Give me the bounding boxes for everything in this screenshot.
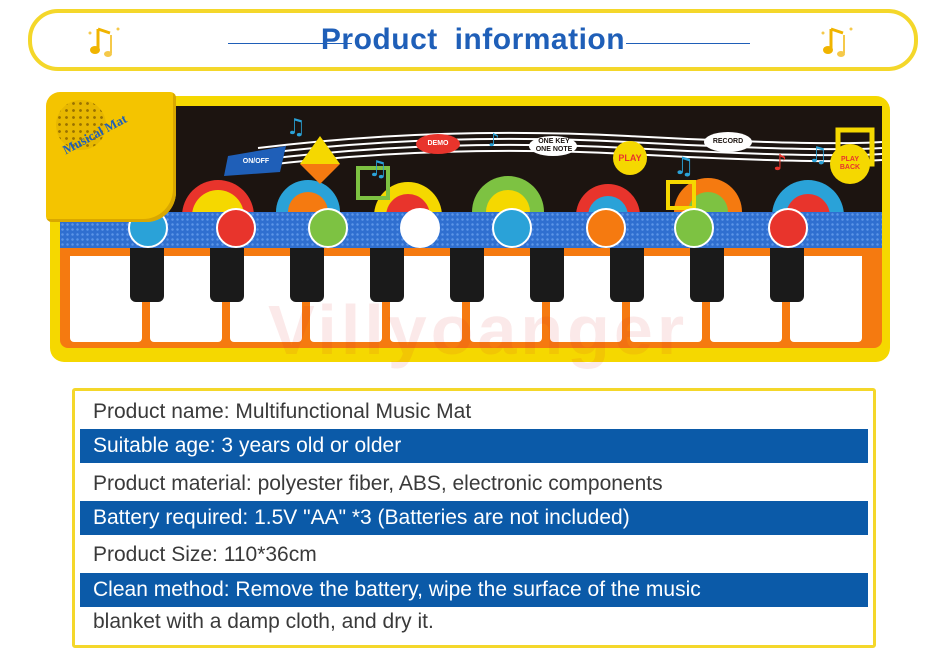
mat-control-panel: ♫ ♫ ♪ ♫ ♪ ♫ ON/OFF DEMO ONE KEY ONE NOTE… xyxy=(108,106,882,216)
mat-instrument-band xyxy=(60,212,882,248)
speaker-grill xyxy=(56,100,106,150)
svg-text:♫: ♫ xyxy=(808,143,828,168)
mat-button-one-key: ONE KEY ONE NOTE xyxy=(535,138,573,153)
black-key xyxy=(450,248,484,302)
black-key xyxy=(530,248,564,302)
mat-artwork: ♫ ♫ ♪ ♫ ♪ ♫ xyxy=(182,115,882,216)
info-row-clean-method: Clean method: Remove the battery, wipe t… xyxy=(80,573,868,607)
svg-text:♪: ♪ xyxy=(773,151,787,176)
mat-keyboard xyxy=(60,248,882,348)
flute-icon xyxy=(768,208,808,248)
product-image: ♫ ♫ ♪ ♫ ♪ ♫ ON/OFF DEMO ONE KEY ONE NOTE… xyxy=(46,92,892,364)
info-row-product-name: Product name: Multifunctional Music Mat xyxy=(93,400,472,423)
mat-button-demo: DEMO xyxy=(427,140,449,147)
product-info-table: Product name: Multifunctional Music Mat … xyxy=(72,388,876,648)
mat-speaker-module: Musical Mat xyxy=(46,92,176,222)
mat-button-on-off: ON/OFF xyxy=(242,158,270,165)
header-banner: Product information xyxy=(28,9,918,71)
black-key xyxy=(210,248,244,302)
music-notes-icon xyxy=(821,27,853,57)
black-key xyxy=(770,248,804,302)
info-row-suitable-age: Suitable age: 3 years old or older xyxy=(80,429,868,463)
black-key xyxy=(690,248,724,302)
violin-icon xyxy=(216,208,256,248)
svg-text:♫: ♫ xyxy=(286,115,306,140)
guitar-icon xyxy=(674,208,714,248)
mat-button-record: RECORD xyxy=(712,138,744,145)
black-key xyxy=(370,248,404,302)
title-rule-left xyxy=(228,43,352,44)
info-row-battery: Battery required: 1.5V "AA" *3 (Batterie… xyxy=(80,501,868,535)
svg-text:♫: ♫ xyxy=(368,157,388,182)
music-notes-icon xyxy=(88,27,120,57)
clarinet-icon xyxy=(586,208,626,248)
mat-button-play-back: PLAY BACK xyxy=(839,156,861,171)
info-row-clean-method-cont: blanket with a damp cloth, and dry it. xyxy=(93,610,434,633)
accordion-icon xyxy=(308,208,348,248)
page-title: Product information xyxy=(320,23,626,56)
info-row-material: Product material: polyester fiber, ABS, … xyxy=(93,472,663,495)
svg-text:♪: ♪ xyxy=(488,130,500,151)
black-key xyxy=(290,248,324,302)
svg-text:♫: ♫ xyxy=(673,152,695,180)
black-key xyxy=(610,248,644,302)
xylophone-icon xyxy=(492,208,532,248)
info-row-size: Product Size: 110*36cm xyxy=(93,543,317,566)
black-key xyxy=(130,248,164,302)
title-rule-right xyxy=(626,43,750,44)
mat-button-play: PLAY xyxy=(618,153,642,163)
trumpet-icon xyxy=(400,208,440,248)
watermark: Villyoanger xyxy=(268,291,689,369)
